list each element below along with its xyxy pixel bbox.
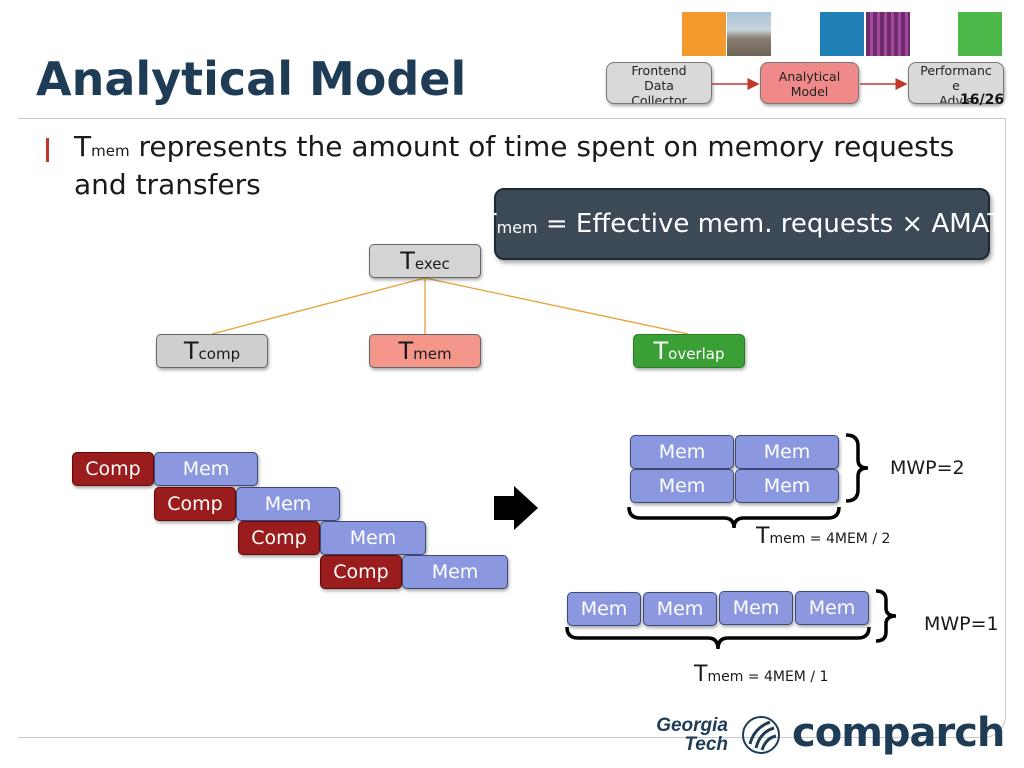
mem-block-4: Mem [402,555,508,589]
gt-seal-icon [742,716,780,754]
building-photo-thumbnail [727,12,771,56]
mwp2-mem-3: Mem [630,469,734,503]
comp-block-3: Comp [238,521,320,555]
bullet-text: Tmem represents the amount of time spent… [74,130,1004,202]
nav-step-analytical-line2: Model [790,84,829,99]
page-number: 16/26 [960,92,1005,108]
mwp2-tmem-formula: Tmem = 4MEM / 2 [756,524,890,549]
tech-text: Tech [684,734,728,755]
mwp2-mem-4: Mem [735,469,839,503]
bullet-symbol-sub: mem [91,142,130,160]
mwp1-right-brace [875,589,897,643]
nav-step-advisor-line2: e [952,78,960,93]
green-thumbnail [958,12,1002,56]
nav-step-frontend-line3: Collector [631,93,687,104]
mem-block-2: Mem [236,487,340,521]
mwp2-mem-1: Mem [630,435,734,469]
nav-step-frontend[interactable]: Frontend Data Collector [606,62,712,104]
formula-symbol: T [480,209,497,239]
mwp1-mem-2: Mem [643,592,717,626]
mwp1-mem-4: Mem [795,591,869,625]
georgia-text: Georgia [656,715,728,736]
mwp2-bottom-brace [627,506,841,529]
mwp1-bottom-brace [565,626,871,650]
comp-block-1: Comp [72,452,154,486]
right-arrow-icon [494,486,538,530]
tmem-sub: mem [413,345,452,363]
toverlap-main: T [653,337,669,365]
formula-body: = Effective mem. requests × AMAT [537,209,1004,239]
texec-main: T [400,247,415,275]
mwp1-mem-3: Mem [719,591,793,625]
mwp2-mem-2: Mem [735,435,839,469]
nav-step-advisor-line3: Advis [939,93,973,104]
bullet-symbol: T [74,130,92,163]
georgia-tech-logo: Georgia Tech [636,716,728,754]
texec-sub: exec [414,255,450,273]
mwp1-tmem-sub: mem = 4MEM / 1 [707,669,829,685]
orange-thumbnail [682,12,726,56]
nav-step-advisor-line1: Performanc [920,63,992,78]
nav-step-frontend-line2: Data [644,78,674,93]
nav-step-analytical-line1: Analytical [778,69,841,84]
mwp1-mem-1: Mem [567,592,641,626]
content-frame [18,118,1006,738]
toverlap-sub: overlap [668,345,725,363]
formula-symbol-sub: mem [496,217,538,237]
mem-block-1: Mem [154,452,258,486]
comparch-logo: comparch [792,710,1005,756]
mwp2-right-brace [845,433,869,503]
mem-block-3: Mem [320,521,426,555]
comp-block-4: Comp [320,555,402,589]
nav-step-performance-advisor[interactable]: Performanc e Advis [908,62,1004,104]
mwp2-label: MWP=2 [890,457,965,479]
nav-arrows [712,78,908,90]
comp-block-2: Comp [154,487,236,521]
tmem-main: T [398,337,414,365]
slide-title: Analytical Model [36,52,467,106]
bullet-marker [46,138,49,162]
mwp1-tmem-main: T [694,662,708,687]
bullet-body: represents the amount of time spent on m… [74,130,955,201]
nav-step-frontend-line1: Frontend [631,63,687,78]
mwp1-label: MWP=1 [924,613,999,635]
mwp2-tmem-main: T [756,524,770,549]
nav-step-analytical-model[interactable]: Analytical Model [760,62,859,104]
chip-photo-thumbnail [866,12,910,56]
mwp2-tmem-sub: mem = 4MEM / 2 [769,531,891,547]
tcomp-main: T [183,337,199,365]
tcomp-sub: comp [198,345,241,363]
blue-thumbnail [820,12,864,56]
mwp1-tmem-formula: Tmem = 4MEM / 1 [694,662,828,687]
